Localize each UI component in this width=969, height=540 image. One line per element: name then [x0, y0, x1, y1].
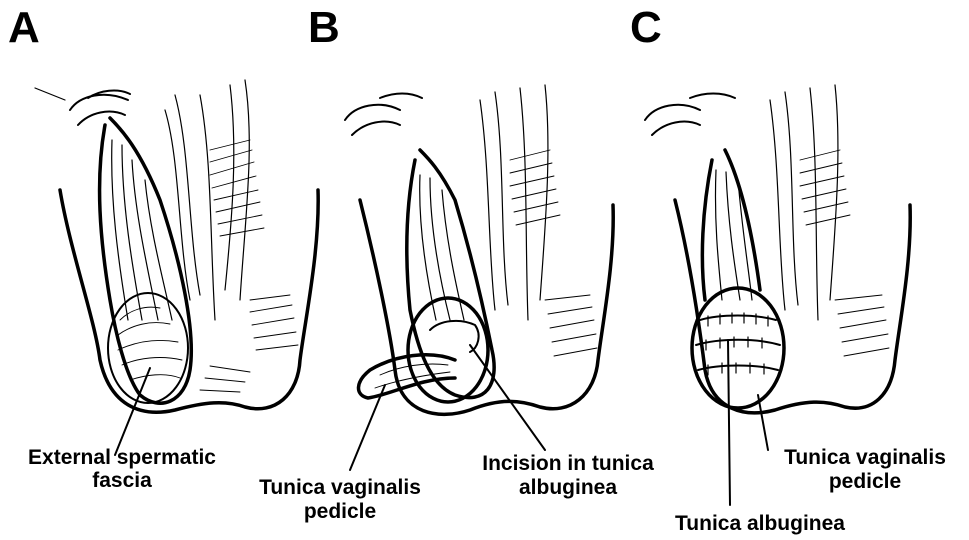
label-b-tunica-vaginalis-2: pedicle [304, 500, 376, 523]
panel-letter-a: A [8, 3, 40, 52]
patch-sutures-c [696, 313, 780, 375]
skin-edge-c [645, 94, 735, 136]
panel-a: A External spermati [8, 3, 318, 492]
panel-c: C Tunica vaginalis [630, 3, 946, 535]
label-b-tunica-vaginalis-1: Tunica vaginalis [259, 476, 421, 499]
skin-edge-a [70, 91, 130, 125]
spermatic-cord-c [702, 150, 760, 300]
scrotum-hatching-a [165, 80, 298, 392]
scrotum-hatching-c [770, 85, 889, 356]
label-external-spermatic-2: fascia [92, 469, 152, 492]
skin-edge-b [345, 94, 422, 136]
leader-b-incision [470, 345, 545, 450]
pedicle-flap-b [358, 355, 455, 398]
cord-striations-c [715, 170, 752, 300]
label-b-incision-1: Incision in tunica [482, 452, 654, 475]
scrotum-hatching-b [480, 85, 597, 356]
panel-b: B Tunica vaginalis pedicle Incision i [259, 3, 654, 523]
label-c-tunica-albuginea: Tunica albuginea [675, 512, 845, 535]
panel-letter-b: B [308, 3, 340, 52]
panel-letter-c: C [630, 3, 662, 52]
label-c-tunica-vaginalis-2: pedicle [829, 470, 901, 493]
leader-c-pedicle [758, 395, 768, 450]
scrotum-outline-c [675, 200, 910, 413]
label-external-spermatic-1: External spermatic [28, 446, 216, 469]
label-c-tunica-vaginalis-1: Tunica vaginalis [784, 446, 946, 469]
label-b-incision-2: albuginea [519, 476, 617, 499]
scrotum-outline-b [360, 200, 613, 414]
